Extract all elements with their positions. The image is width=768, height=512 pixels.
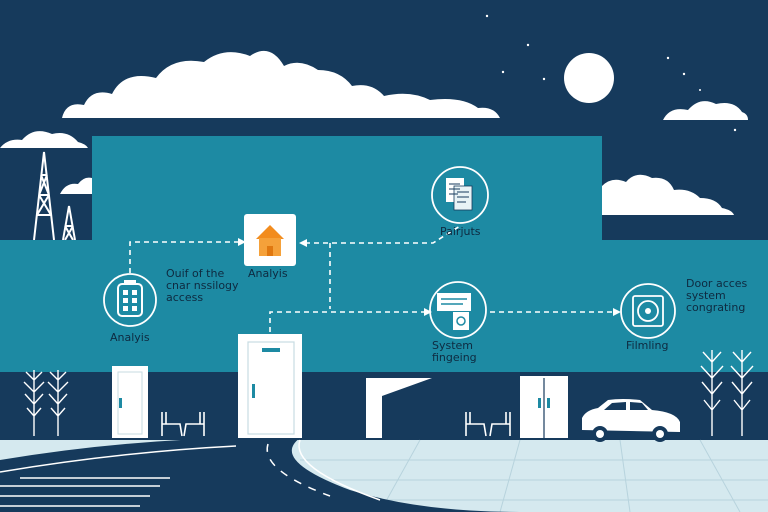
note-right-line: Door acces <box>686 277 748 290</box>
connector-arrowheads <box>238 238 621 316</box>
clouds <box>0 50 748 194</box>
tree <box>700 350 724 436</box>
node-system <box>429 281 487 339</box>
car <box>582 399 680 442</box>
note-left-line: cnar nssilogy <box>166 279 239 292</box>
diagram-band <box>0 240 768 376</box>
ground-tiles <box>300 439 768 512</box>
trees <box>23 350 754 436</box>
door-double <box>520 376 568 438</box>
note-right-line: congrating <box>686 301 746 314</box>
moon <box>564 53 614 103</box>
cloud-right <box>602 174 734 215</box>
road <box>0 438 520 512</box>
node-pairjuts <box>431 166 489 224</box>
label-filmling: Filmling <box>626 339 669 352</box>
note-right-line: system <box>686 289 726 302</box>
label-system-line: fingeing <box>432 351 477 364</box>
computer-screen-icon <box>437 293 471 330</box>
dashed-connectors <box>129 225 615 332</box>
label-analysis-left: Analyis <box>110 331 150 344</box>
label-pairjuts: Pairjuts <box>440 225 481 238</box>
remote-control-icon <box>117 280 143 317</box>
node-analysis-left <box>103 273 157 327</box>
label-system-line: System <box>432 339 474 352</box>
label-analysis-top: Analyis <box>248 267 288 280</box>
chairs-right <box>465 412 511 437</box>
note-left: Ouif of the cnar nssilogy access <box>166 268 239 304</box>
tree <box>730 350 754 436</box>
door-center <box>238 334 302 438</box>
house-icon <box>256 225 284 256</box>
node-analysis-top <box>244 214 296 266</box>
chairs-left <box>161 412 205 437</box>
documents-icon <box>446 178 473 211</box>
tree <box>47 370 69 436</box>
node-filmling <box>620 283 676 339</box>
door-left <box>112 366 148 438</box>
label-system: System fingeing <box>432 340 477 364</box>
tree <box>23 370 45 436</box>
archway <box>366 378 432 438</box>
note-right: Door acces system congrating <box>686 278 747 314</box>
disk-icon <box>632 295 664 327</box>
note-left-line: Ouif of the <box>166 267 225 280</box>
road-markings <box>0 439 381 507</box>
note-left-line: access <box>166 291 204 304</box>
radio-towers <box>33 151 76 241</box>
